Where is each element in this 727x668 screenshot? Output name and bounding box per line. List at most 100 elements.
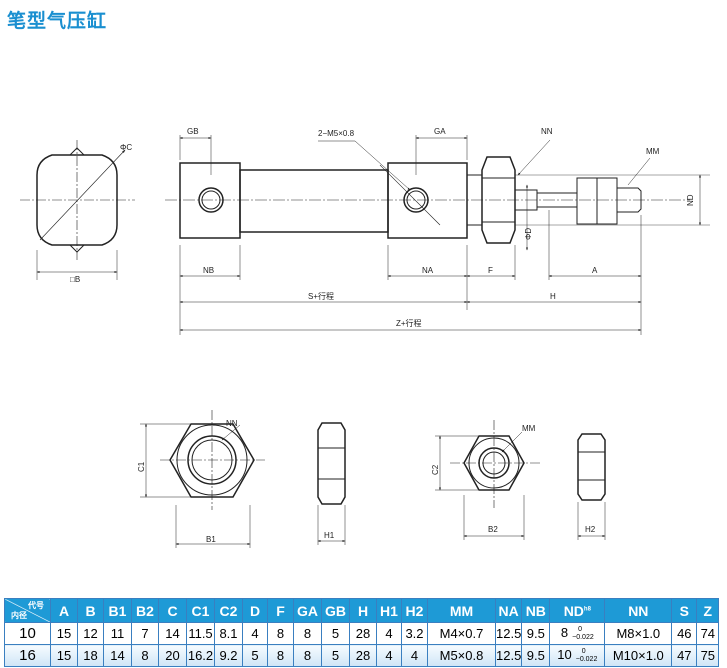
column-header-ga: GA — [293, 598, 322, 623]
table-cell: M4×0.7 — [427, 622, 496, 645]
column-header-nb: NB — [521, 598, 551, 623]
label-nb: NB — [203, 266, 214, 275]
column-label: ND — [563, 602, 584, 619]
table-cell: 28 — [349, 644, 377, 667]
table-cell: 46 — [671, 622, 698, 645]
label-c2: C2 — [431, 464, 440, 475]
column-label: NA — [498, 602, 519, 619]
tol-upper: 0 — [578, 625, 583, 633]
column-header-mm: MM — [427, 598, 496, 623]
label-b-square: □B — [70, 275, 80, 284]
table-cell: 11 — [103, 622, 132, 645]
column-header-gb: GB — [321, 598, 350, 623]
table-cell: 11.5 — [186, 622, 215, 645]
label-c1: C1 — [137, 461, 146, 472]
table-cell: 15 — [50, 644, 78, 667]
label-b1: B1 — [206, 535, 216, 544]
label-z: Z+行程 — [396, 318, 422, 328]
table-cell: 12.5 — [494, 644, 523, 667]
column-header-na: NA — [494, 598, 523, 623]
label-h2: H2 — [585, 525, 596, 534]
column-label: NN — [628, 602, 649, 619]
column-label: NB — [525, 602, 546, 619]
table-cell: 9.5 — [521, 644, 551, 667]
table-cell: 14 — [103, 644, 132, 667]
label-mm: MM — [646, 147, 660, 156]
table-cell: 8 — [293, 644, 322, 667]
column-label: GA — [297, 602, 318, 619]
cylinder-drawing: ΦC □B GB 2−M5×0.8 GA NN MM ND ΦD NB — [20, 127, 710, 548]
table-cell: 4 — [242, 622, 268, 645]
column-label: C1 — [191, 602, 210, 619]
column-label: Z — [703, 602, 713, 619]
tol-lower: −0.022 — [572, 633, 594, 641]
label-h1: H1 — [324, 531, 335, 540]
column-header-z: Z — [696, 598, 720, 623]
column-label: C2 — [219, 602, 238, 619]
column-header-h1: H1 — [376, 598, 402, 623]
column-header-c1: C1 — [186, 598, 215, 623]
header-code: 代号 — [28, 601, 44, 610]
table-cell: 8 — [267, 644, 294, 667]
column-label: MM — [449, 602, 474, 619]
table-cell: 75 — [696, 644, 720, 667]
table-cell: 12.5 — [494, 622, 523, 645]
table-cell: 4 — [376, 644, 402, 667]
nd-tolerance: 0−0.022 — [572, 626, 594, 642]
table-cell: 14 — [158, 622, 187, 645]
nd-tolerance: 0−0.022 — [576, 648, 598, 664]
table-cell: M5×0.8 — [427, 644, 496, 667]
column-label: H1 — [380, 602, 398, 619]
column-header-c2: C2 — [214, 598, 243, 623]
table-cell: 9.5 — [521, 622, 551, 645]
column-label: D — [249, 602, 261, 619]
bore-cell: 10 — [4, 622, 51, 645]
table-cell: 28 — [349, 622, 377, 645]
nut-mm-view: MM C2 B2 H2 — [431, 420, 606, 540]
bore-cell: 16 — [4, 644, 51, 667]
column-header-c: C — [158, 598, 187, 623]
column-header-b2: B2 — [131, 598, 159, 623]
side-view: GB 2−M5×0.8 GA NN MM ND ΦD NB NA F A S+行… — [165, 127, 710, 335]
column-header-nd: NDh8 — [549, 598, 606, 623]
column-label: B1 — [108, 602, 127, 619]
table-cell: 16.2 — [186, 644, 215, 667]
nd-value: 10 — [557, 647, 572, 663]
table-cell: 12 — [77, 622, 104, 645]
label-na: NA — [422, 266, 434, 275]
column-header-h2: H2 — [401, 598, 428, 623]
table-cell: 15 — [50, 622, 78, 645]
nut-nn-view: NN C1 B1 H1 — [137, 410, 346, 548]
label-b2: B2 — [488, 525, 498, 534]
label-ga: GA — [434, 127, 446, 136]
table-cell: 4 — [376, 622, 402, 645]
tol-lower: −0.022 — [575, 655, 598, 663]
column-header-a: A — [50, 598, 78, 623]
table-cell: 9.2 — [214, 644, 243, 667]
table-cell: 18 — [77, 644, 104, 667]
header-diagonal-cell: 代号内径 — [4, 598, 51, 623]
column-label: F — [276, 602, 285, 619]
label-h: H — [550, 292, 556, 301]
table-cell: 8 — [293, 622, 322, 645]
table-cell: 20 — [158, 644, 187, 667]
nd-value: 8 — [560, 625, 569, 641]
column-header-b: B — [77, 598, 104, 623]
table-cell: 5 — [242, 644, 268, 667]
column-header-b1: B1 — [103, 598, 132, 623]
page-title: 笔型气压缸 — [7, 11, 108, 32]
label-nn2: NN — [226, 419, 238, 428]
header-bore: 内径 — [11, 611, 27, 620]
end-view: ΦC □B — [20, 140, 135, 284]
table-cell: 8 — [267, 622, 294, 645]
label-s: S+行程 — [308, 291, 334, 301]
table-cell: 5 — [321, 622, 350, 645]
column-label: B — [85, 602, 96, 619]
label-phi-d: ΦD — [524, 228, 533, 240]
column-header-f: F — [267, 598, 294, 623]
column-header-s: S — [671, 598, 698, 623]
